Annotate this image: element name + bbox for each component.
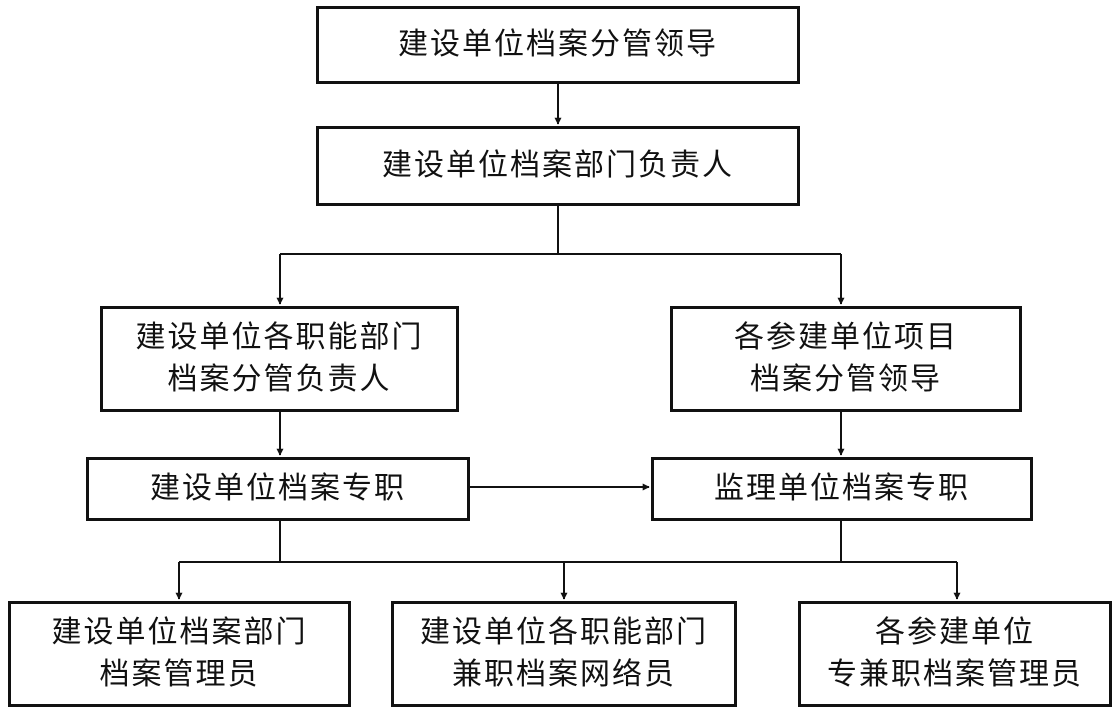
node-supervisor-archive-staff-text: 监理单位档案专职 — [714, 471, 970, 506]
node-dept-archivist-line2: 档案管理员 — [99, 657, 260, 692]
node-functional-dept-head: 建设单位各职能部门 档案分管负责人 — [100, 306, 459, 412]
node-archive-leader: 建设单位档案分管领导 — [316, 6, 800, 84]
node-contractor-archivist-line2: 专兼职档案管理员 — [827, 657, 1083, 692]
node-network-archivist: 建设单位各职能部门 兼职档案网络员 — [391, 601, 737, 707]
node-owner-archive-staff-text: 建设单位档案专职 — [150, 471, 406, 506]
node-supervisor-archive-staff: 监理单位档案专职 — [651, 457, 1033, 521]
node-network-archivist-line1: 建设单位各职能部门 — [420, 615, 708, 650]
node-contractor-archivist-line1: 各参建单位 — [875, 615, 1035, 650]
node-contractor-project-leader: 各参建单位项目 档案分管领导 — [670, 306, 1022, 412]
node-contractor-project-leader-line2: 档案分管领导 — [750, 362, 942, 397]
node-dept-archivist-line1: 建设单位档案部门 — [51, 615, 308, 650]
node-functional-dept-head-line2: 档案分管负责人 — [167, 362, 392, 397]
node-network-archivist-line2: 兼职档案网络员 — [452, 657, 676, 692]
node-owner-archive-staff: 建设单位档案专职 — [86, 457, 470, 521]
node-archive-leader-text: 建设单位档案分管领导 — [398, 27, 718, 62]
node-archive-dept-head-text: 建设单位档案部门负责人 — [382, 148, 734, 183]
node-contractor-archivist: 各参建单位 专兼职档案管理员 — [798, 601, 1112, 707]
node-functional-dept-head-line1: 建设单位各职能部门 — [135, 320, 424, 355]
node-dept-archivist: 建设单位档案部门 档案管理员 — [8, 601, 351, 707]
node-contractor-project-leader-line1: 各参建单位项目 — [734, 320, 958, 355]
node-archive-dept-head: 建设单位档案部门负责人 — [316, 126, 800, 206]
